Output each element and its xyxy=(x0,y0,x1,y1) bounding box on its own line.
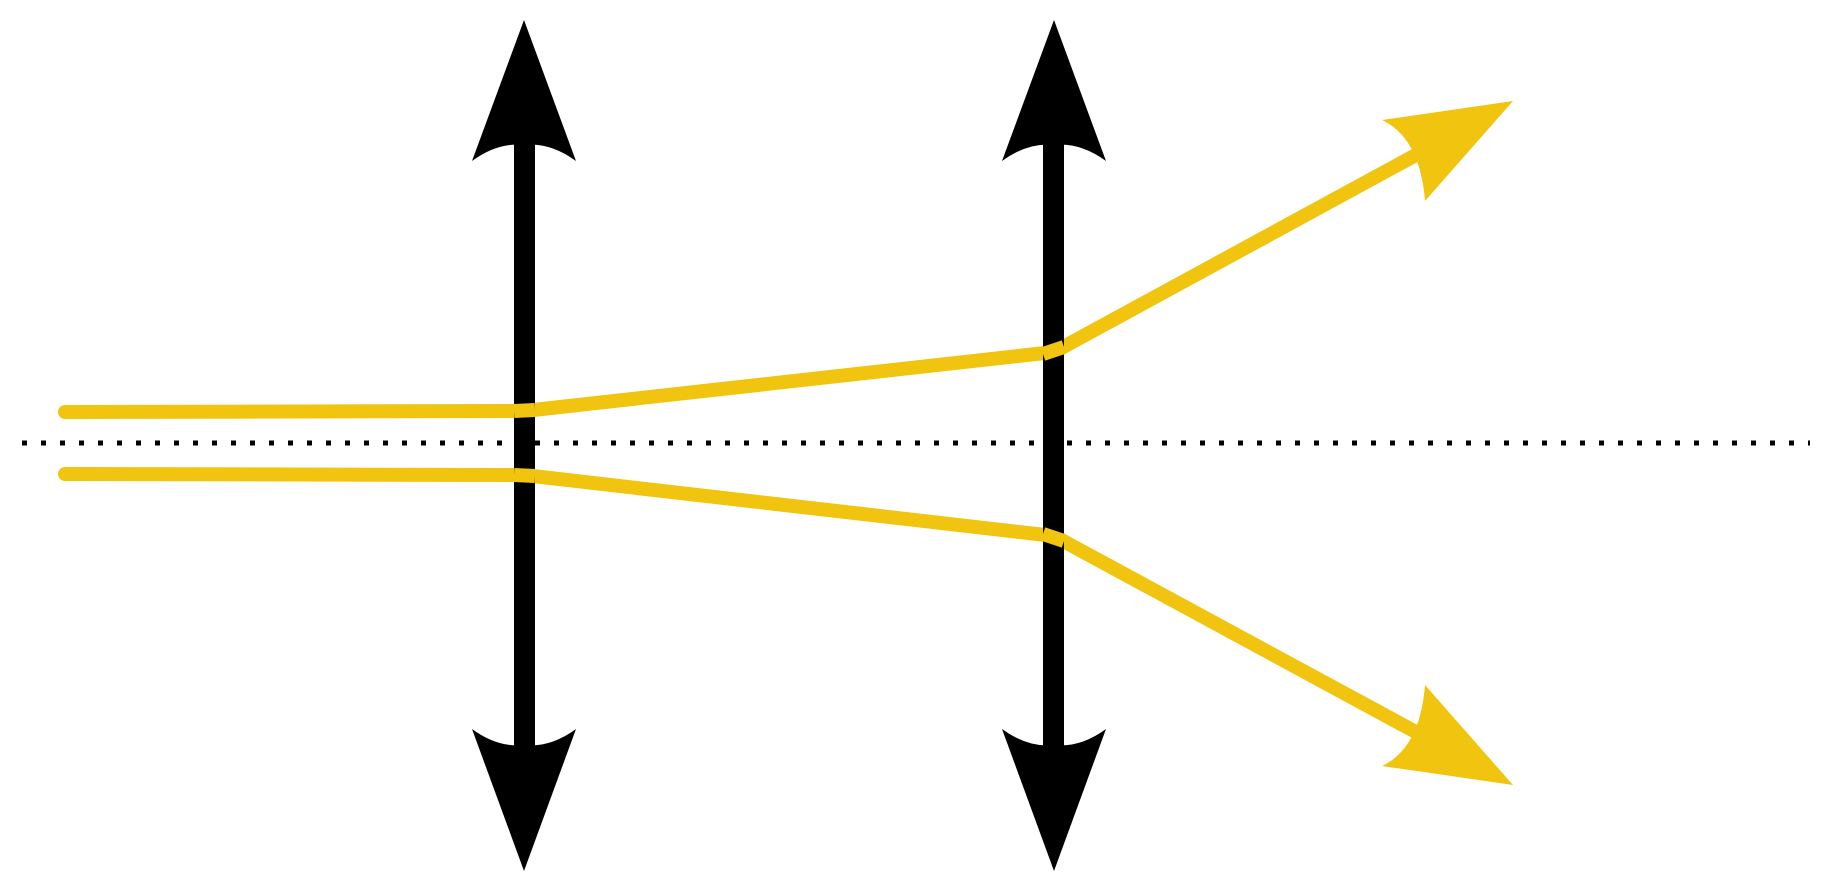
lens-1-bottom-arrow-icon xyxy=(472,729,576,871)
lens-1-top-arrow-icon xyxy=(472,20,576,161)
ray-lower-arrow-head-icon xyxy=(1382,685,1513,785)
ray-upper-crossing-lens-1 xyxy=(513,403,536,418)
ray-upper-arrow-head-icon xyxy=(1382,101,1513,201)
lens-2-shaft xyxy=(1043,140,1064,750)
ray-lower-crossing-lens-2 xyxy=(1040,527,1067,548)
lens-2-top-arrow-icon xyxy=(1002,20,1106,161)
ray-upper-crossing-lens-2 xyxy=(1040,340,1067,361)
ray-upper xyxy=(58,143,1432,419)
lens-1-shaft xyxy=(514,140,535,750)
ray-lower-crossing-lens-1 xyxy=(513,468,536,483)
ray-lower xyxy=(58,467,1432,744)
lens-1 xyxy=(472,20,576,871)
lens-2-bottom-arrow-icon xyxy=(1002,729,1106,871)
lens-2 xyxy=(1002,20,1106,871)
